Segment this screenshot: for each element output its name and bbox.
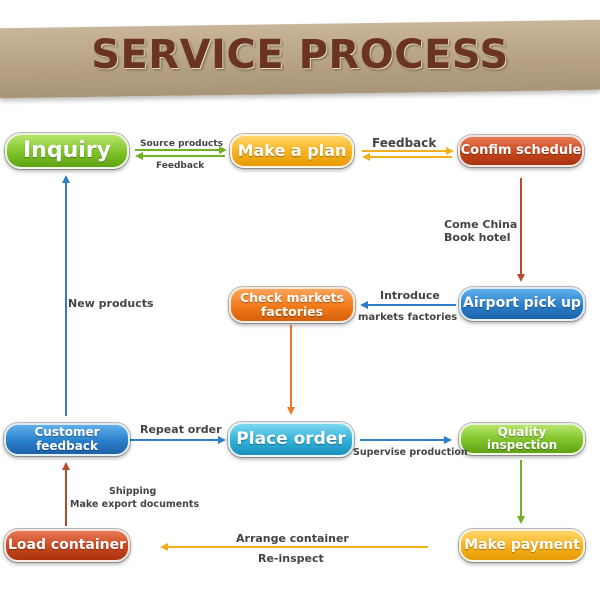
label-re-inspect: Re-inspect [258,552,324,565]
node-confirm-schedule: Confim schedule [458,135,584,167]
label-shipping: Shipping [109,486,157,497]
node-quality-inspection: Quality inspection [459,423,585,455]
node-inquiry: Inquiry [5,133,129,169]
label-introduce: Introduce [380,289,440,302]
node-place-order: Place order [228,422,354,457]
page-title: SERVICE PROCESS [91,32,509,78]
label-new-products: New products [68,297,154,310]
node-customer-feedback: Customer feedback [4,423,130,456]
node-load-container: Load container [4,529,130,562]
label-repeat-order: Repeat order [140,423,222,436]
node-make-a-plan: Make a plan [230,134,354,168]
node-check-markets: Check markets factories [229,287,355,323]
label-book-hotel: Book hotel [444,231,511,244]
node-make-payment: Make payment [459,529,585,562]
label-markets-factories: markets factories [358,312,458,323]
label-supervise-production: Supervise production [353,447,468,458]
label-make-export-documents: Make export documents [70,499,200,510]
label-come-china: Come China [444,218,518,231]
label-arrange-container: Arrange container [236,532,349,545]
label-source-products: Source products [140,139,223,149]
label-feedback-small: Feedback [156,161,205,171]
label-feedback-large: Feedback [372,136,437,150]
node-airport-pick-up: Airport pick up [459,287,585,321]
